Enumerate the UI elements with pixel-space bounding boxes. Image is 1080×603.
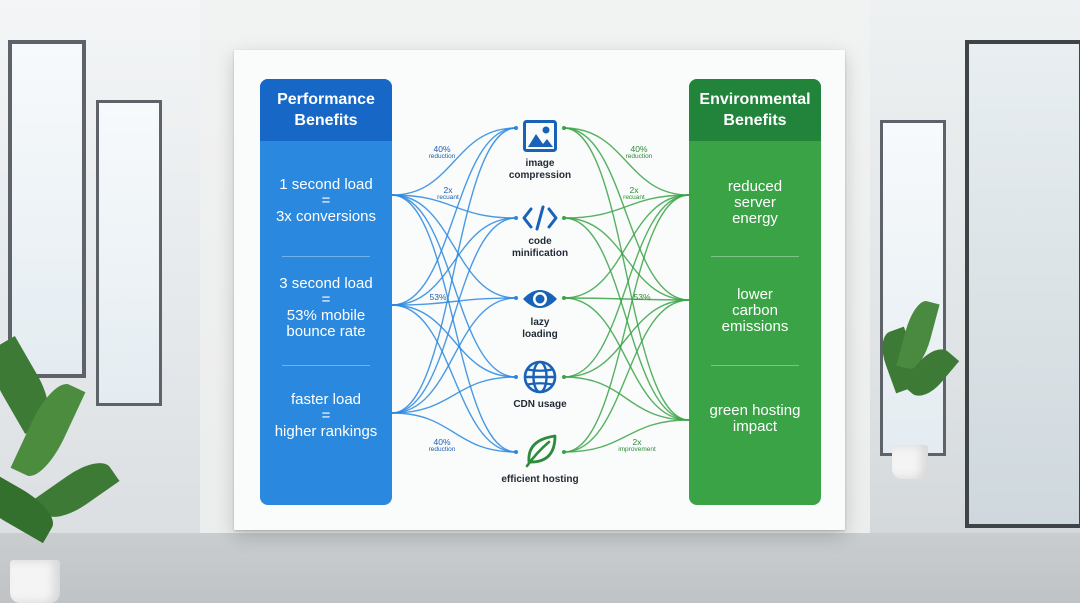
eye-icon xyxy=(523,290,557,308)
connection-node xyxy=(562,450,566,454)
panel-divider xyxy=(282,256,370,257)
performance-connection-line xyxy=(391,297,517,414)
environmental-connection-line xyxy=(563,194,690,299)
performance-connection-line xyxy=(391,217,517,414)
environmental-benefit-item: lower carbon emissions xyxy=(721,286,789,335)
plant-pot-left xyxy=(10,560,60,603)
code-icon xyxy=(522,205,558,231)
edge-label: 40%reduction xyxy=(428,144,456,160)
leaf-icon xyxy=(525,434,557,468)
connection-node xyxy=(562,375,566,379)
performance-connection-line xyxy=(391,127,517,306)
performance-connection-line xyxy=(391,304,517,378)
edge-label: 40%reduction xyxy=(428,437,456,453)
panel-divider xyxy=(282,365,370,366)
environmental-connection-line xyxy=(563,194,690,378)
panel-divider xyxy=(711,365,799,366)
environmental-connection-line xyxy=(563,127,690,196)
connection-node xyxy=(514,126,518,130)
office-window-right xyxy=(880,120,946,456)
performance-benefit-item: 1 second load = 3x conversions xyxy=(275,176,377,225)
performance-connection-line xyxy=(391,194,517,453)
performance-connection-line xyxy=(391,194,517,299)
performance-connection-line xyxy=(391,412,517,453)
environmental-connection-line xyxy=(563,419,690,453)
edge-label: 53% xyxy=(429,292,447,302)
environmental-connection-line xyxy=(563,217,690,421)
environmental-connection-line xyxy=(563,127,690,421)
plant-pot-right xyxy=(892,445,928,479)
office-window-left-2 xyxy=(96,100,162,406)
connection-node xyxy=(514,216,518,220)
technique-label: efficient hosting xyxy=(501,474,579,485)
performance-connection-line xyxy=(391,194,517,219)
performance-connection-line xyxy=(391,194,517,378)
environmental-connection-line xyxy=(563,376,690,421)
environmental-benefit-item: green hosting impact xyxy=(709,402,801,435)
environmental-connection-line xyxy=(563,297,690,301)
connection-node xyxy=(514,296,518,300)
performance-connection-line xyxy=(391,127,517,414)
performance-connection-line xyxy=(391,217,517,306)
environmental-connection-line xyxy=(563,194,690,219)
environmental-benefit-item: reduced server energy xyxy=(727,178,783,227)
connection-node xyxy=(514,450,518,454)
environmental-connection-line xyxy=(563,194,690,453)
environmental-connection-line xyxy=(563,299,690,378)
connection-node xyxy=(562,296,566,300)
connection-node xyxy=(562,126,566,130)
environmental-connection-line xyxy=(563,127,690,301)
connection-network xyxy=(391,126,690,454)
glass-door xyxy=(965,40,1080,528)
performance-benefit-item: faster load = higher rankings xyxy=(274,391,378,440)
performance-connection-line xyxy=(391,376,517,414)
panel-divider xyxy=(711,256,799,257)
technique-label: CDN usage xyxy=(513,399,567,410)
performance-connection-line xyxy=(391,127,517,196)
office-floor xyxy=(0,533,1080,603)
performance-benefit-item: 3 second load = 53% mobile bounce rate xyxy=(279,275,373,340)
globe-icon xyxy=(523,360,557,394)
performance-connection-line xyxy=(391,297,517,306)
edge-label: 53% xyxy=(633,292,651,302)
connection-node xyxy=(514,375,518,379)
performance-connection-line xyxy=(391,304,517,453)
environmental-connection-line xyxy=(563,297,690,421)
environmental-connection-line xyxy=(563,299,690,453)
edge-label: 40%reduction xyxy=(625,144,653,160)
environmental-connection-line xyxy=(563,217,690,301)
connection-node xyxy=(562,216,566,220)
office-window-left xyxy=(8,40,86,378)
image-icon xyxy=(523,120,557,152)
